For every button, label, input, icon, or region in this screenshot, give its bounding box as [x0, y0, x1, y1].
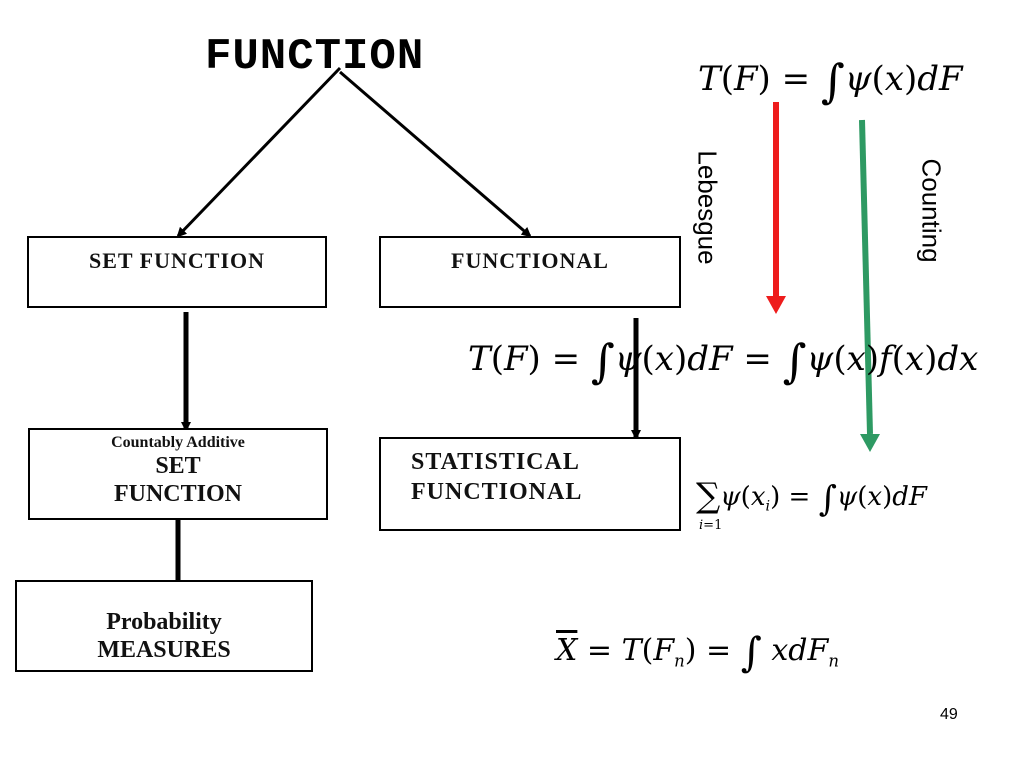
- countably-set-label: SET: [155, 453, 201, 479]
- lebesgue-label: Lebesgue: [692, 150, 723, 265]
- statistical-label: STATISTICAL: [411, 449, 580, 475]
- equation-sum: ∑ψ(xi) = ∫ψ(x)dF: [696, 476, 927, 520]
- arrow-function-to-functional: [339, 70, 532, 238]
- statistical-functional-label: FUNCTIONAL: [411, 479, 583, 505]
- equation-mean: X = T(Fn) = ∫ xdFn: [556, 628, 839, 676]
- countably-additive-label: Countably Additive: [111, 434, 245, 451]
- functional-label: FUNCTIONAL: [451, 248, 609, 273]
- red-arrowhead: [766, 296, 786, 314]
- counting-label: Counting: [916, 158, 947, 263]
- set-function-box: SET FUNCTION: [27, 236, 327, 308]
- set-function-label: SET FUNCTION: [88, 248, 266, 273]
- measures-label: MEASURES: [97, 637, 231, 663]
- green-arrowhead: [860, 434, 880, 452]
- arrow-function-to-set-function: [176, 66, 342, 238]
- statistical-functional-box: STATISTICAL FUNCTIONAL: [379, 437, 681, 531]
- equation-middle: T(F) = ∫ψ(x)dF = ∫ψ(x)f(x)dx: [468, 334, 979, 388]
- green-arrow-counting: [859, 119, 873, 435]
- diagram-title: FUNCTION: [205, 32, 425, 82]
- probability-measures-box: Probability MEASURES: [15, 580, 313, 672]
- functional-box: FUNCTIONAL: [379, 236, 681, 308]
- countably-additive-box: Countably Additive SET FUNCTION: [28, 428, 328, 520]
- page-number: 49: [940, 706, 958, 723]
- probability-label: Probability: [106, 609, 222, 635]
- sum-index: i=1: [699, 518, 723, 533]
- countably-function-label: FUNCTION: [113, 481, 242, 507]
- equation-top: T(F) = ∫ψ(x)dF: [698, 54, 963, 108]
